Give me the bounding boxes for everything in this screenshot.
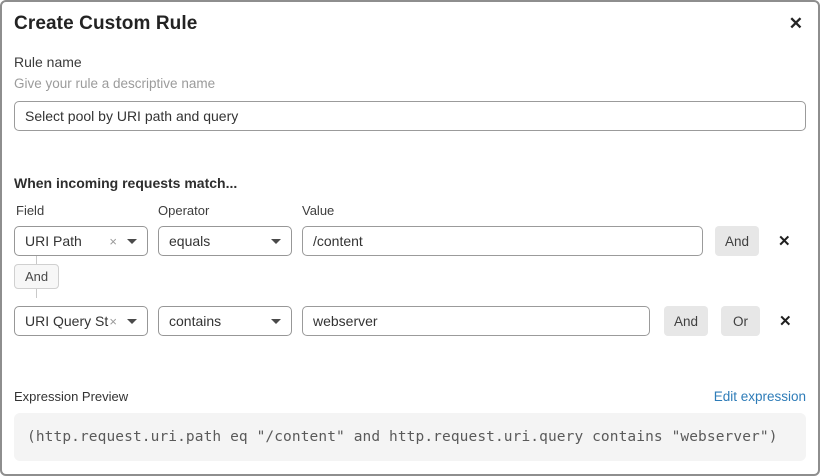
connector-line: [36, 256, 37, 264]
field-select-value: URI Query St...: [25, 313, 109, 329]
chevron-down-icon: [127, 238, 137, 244]
remove-condition-icon[interactable]: ✕: [779, 312, 792, 330]
chevron-down-icon: [127, 318, 137, 324]
field-select[interactable]: URI Path ×: [14, 226, 148, 256]
expression-preview-header: Expression Preview Edit expression: [14, 389, 806, 404]
condition-row-2: URI Query St... × contains And Or ✕: [14, 306, 806, 336]
dialog-header: Create Custom Rule ✕: [14, 12, 806, 35]
expression-preview-section: Expression Preview Edit expression (http…: [14, 389, 806, 461]
chevron-down-icon: [271, 238, 281, 244]
field-select[interactable]: URI Query St... ×: [14, 306, 148, 336]
field-column-label: Field: [16, 203, 45, 218]
clear-field-icon[interactable]: ×: [109, 313, 117, 329]
condition-connector: And: [14, 256, 806, 298]
operator-column-label: Operator: [158, 203, 210, 218]
dialog-title: Create Custom Rule: [14, 13, 198, 34]
add-and-condition-button[interactable]: And: [664, 306, 709, 336]
clear-field-icon[interactable]: ×: [109, 233, 117, 249]
close-icon[interactable]: ✕: [786, 13, 806, 34]
expression-preview-label: Expression Preview: [14, 389, 129, 404]
field-select-value: URI Path: [25, 233, 82, 249]
match-section: When incoming requests match... Field Op…: [14, 175, 806, 336]
rule-name-section: Rule name Give your rule a descriptive n…: [14, 54, 806, 131]
value-column-label: Value: [302, 203, 335, 218]
condition-row-1: URI Path × equals And ✕: [14, 226, 806, 256]
rule-name-label: Rule name: [14, 54, 82, 70]
value-input[interactable]: [302, 226, 703, 256]
remove-condition-icon[interactable]: ✕: [778, 232, 791, 250]
rule-name-help-text: Give your rule a descriptive name: [14, 76, 216, 91]
operator-select-value: equals: [169, 233, 211, 249]
value-input[interactable]: [302, 306, 650, 336]
operator-select[interactable]: contains: [158, 306, 292, 336]
rule-name-input[interactable]: [14, 101, 806, 131]
connector-line: [36, 289, 37, 298]
operator-select[interactable]: equals: [158, 226, 292, 256]
match-heading: When incoming requests match...: [14, 175, 238, 191]
chevron-down-icon: [271, 318, 281, 324]
column-labels: Field Operator Value: [14, 203, 806, 218]
expression-code: (http.request.uri.path eq "/content" and…: [14, 413, 806, 461]
operator-select-value: contains: [169, 313, 222, 329]
add-and-condition-button[interactable]: And: [715, 226, 760, 256]
edit-expression-link[interactable]: Edit expression: [713, 389, 806, 404]
and-connector-chip: And: [14, 264, 60, 289]
add-or-condition-button[interactable]: Or: [721, 306, 761, 336]
